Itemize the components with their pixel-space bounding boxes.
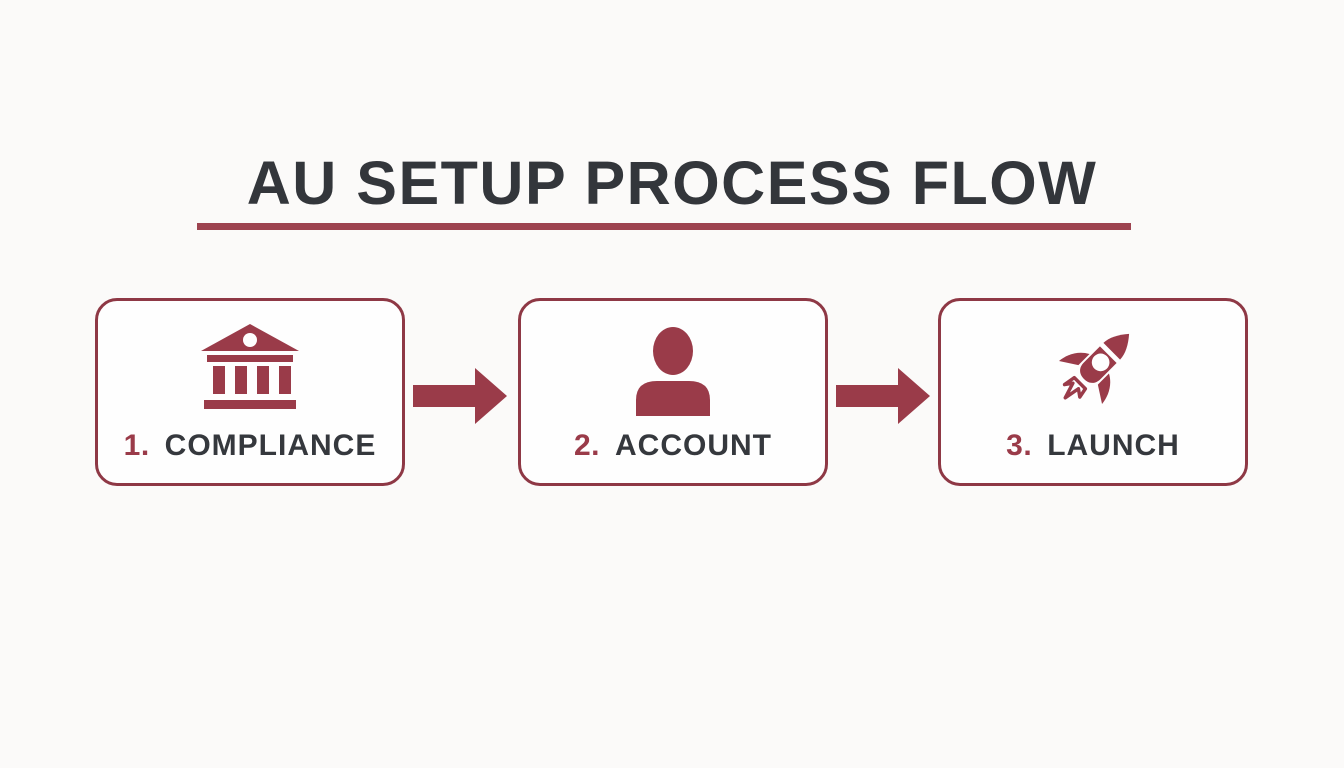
- step-text: ACCOUNT: [615, 429, 773, 462]
- person-icon: [623, 319, 723, 421]
- step-label: 3. LAUNCH: [1006, 429, 1180, 463]
- step-text: COMPLIANCE: [164, 429, 377, 462]
- arrow-right-icon: [413, 368, 507, 424]
- step-box-launch: 3. LAUNCH: [938, 298, 1248, 486]
- step-number: 3.: [1006, 429, 1033, 462]
- bank-icon: [198, 319, 302, 421]
- step-label: 1. COMPLIANCE: [124, 429, 377, 463]
- step-text: LAUNCH: [1047, 429, 1180, 462]
- step-box-account: 2. ACCOUNT: [518, 298, 828, 486]
- step-number: 2.: [573, 429, 601, 462]
- step-label: 2. ACCOUNT: [574, 429, 772, 463]
- step-number: 1.: [123, 429, 150, 462]
- title-underline: [197, 223, 1131, 230]
- step-box-compliance: 1. COMPLIANCE: [95, 298, 405, 486]
- arrow-right-icon: [836, 368, 930, 424]
- page-title: AU SETUP PROCESS FLOW: [246, 149, 1098, 217]
- rocket-icon: [1037, 319, 1149, 421]
